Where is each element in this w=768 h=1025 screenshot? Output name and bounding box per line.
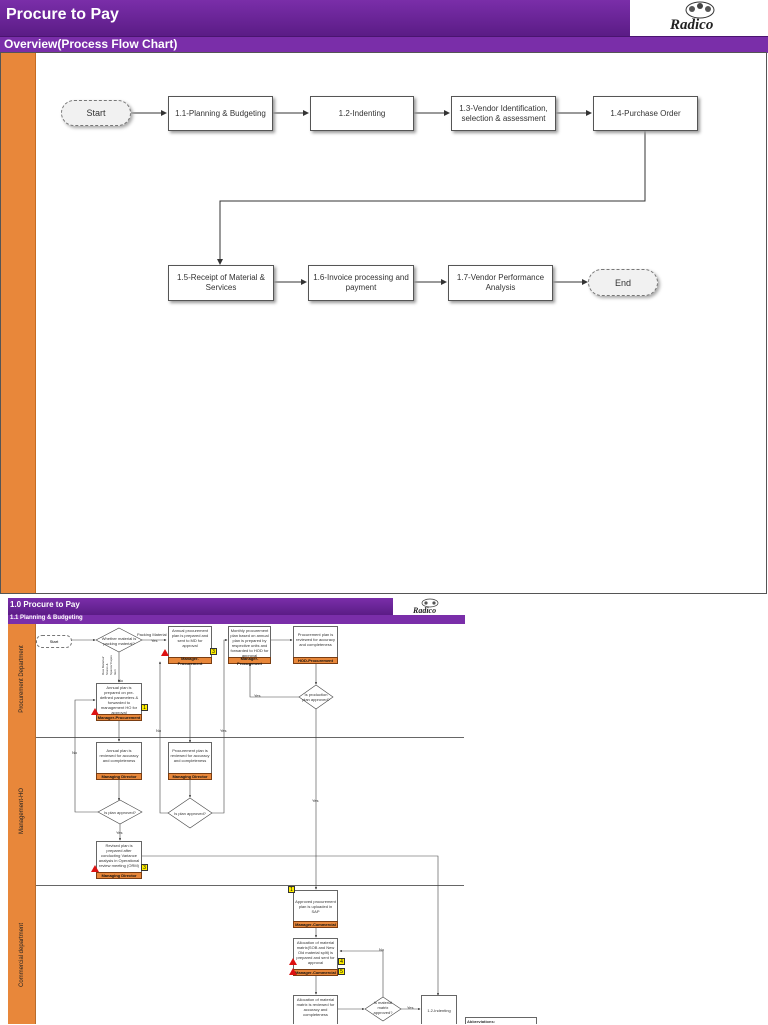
risk-warning-icon [289, 958, 297, 965]
s2-decision-production[interactable]: Is production plan approved? [302, 692, 330, 702]
slide1-subtitle: Overview(Process Flow Chart) [4, 37, 178, 51]
s2-text-uploaded-sap: Approved procurement plan is uploaded in… [295, 899, 336, 914]
s2-abbreviations-box: Abbreviations: [465, 1017, 537, 1024]
risk-warning-icon [91, 708, 99, 715]
s2-box-annual-plan[interactable]: Annual plan is prepared on pre-defined p… [96, 683, 142, 721]
s2-text-allocation: Allocation of material matrix(SOB and Ne… [296, 940, 335, 965]
s2-text-reviewed-hod: Procurement plan is reviewed for accurac… [296, 632, 335, 647]
s2-decision-plan2[interactable]: Is plan approved? [174, 811, 206, 816]
s2-start-node: Start [36, 635, 72, 648]
slide1-logo: Radico [630, 0, 768, 36]
risk-warning-icon [91, 865, 99, 872]
s2-badge: 3 [141, 864, 148, 871]
s2-role-mgr-procurement: Manager-Procurement [168, 656, 212, 666]
s2-label-yes: Yes [151, 638, 158, 643]
lane-procurement [8, 624, 464, 738]
risk-warning-icon [289, 968, 297, 975]
s2-badge: 5 [338, 968, 345, 975]
logo-emblem-icon [421, 598, 439, 608]
s2-box-uploaded-sap[interactable]: Approved procurement plan is uploaded in… [293, 890, 338, 928]
slide2-title: 1.0 Procure to Pay [10, 600, 80, 609]
s2-text-indenting: 1.2-Indenting [427, 1007, 451, 1013]
lane-management [8, 738, 464, 886]
s2-label-yes: Yes [254, 693, 261, 698]
s2-text-reviewed-md1: Annual plan is reviewed for accuracy and… [99, 748, 139, 763]
s2-text-revised-plan: Revised plan is prepared after conductin… [98, 843, 140, 868]
s2-box-allocation-review[interactable]: Allocation of material matrix is reviewe… [293, 995, 338, 1024]
s2-label-yes: Yes [407, 1005, 414, 1010]
s2-label-no: No [379, 947, 385, 952]
slide1-side-bar [1, 53, 36, 593]
s2-box-revised-plan[interactable]: Revised plan is prepared after conductin… [96, 841, 142, 879]
logo-emblem-icon [685, 1, 715, 19]
s2-text-annual-packing: Annual procurement plan is prepared and … [171, 628, 209, 648]
s2-role-mgr-commercial: Manager-Commercial [293, 969, 338, 976]
flow-node-purchase-order[interactable]: 1.4-Purchase Order [593, 96, 698, 131]
s2-label-raw-material: Raw Material/ Stores & Spares/ Capex Ite… [101, 655, 117, 675]
flow-node-vendor-performance[interactable]: 1.7-Vendor Performance Analysis [448, 265, 553, 301]
slide2-subtitle-bar [8, 615, 465, 624]
slide2-logo: Radico [393, 598, 465, 615]
s2-badge: 1 [288, 886, 295, 893]
s2-box-reviewed-md2[interactable]: Procurement plan is reviewed for accurac… [168, 742, 212, 780]
s2-label-no: No [72, 750, 78, 755]
s2-box-reviewed-hod[interactable]: Procurement plan is reviewed for accurac… [293, 626, 338, 664]
flow-node-indenting[interactable]: 1.2-Indenting [310, 96, 414, 131]
s2-label-no: No [118, 678, 124, 683]
s2-role-managing-director: Managing Director [96, 773, 142, 780]
s2-decision-matrix[interactable]: Is material matrix approved? [373, 1000, 393, 1015]
s2-label-yes: Yes [312, 798, 319, 803]
s2-box-indenting[interactable]: 1.2-Indenting [421, 995, 457, 1024]
slide1-subtitle-bar [0, 36, 768, 53]
flow-start-node: Start [61, 100, 131, 126]
slide1-logo-text: Radico [670, 17, 714, 33]
slide1-connectors [131, 110, 646, 285]
flow-node-receipt-of-material[interactable]: 1.5-Receipt of Material & Services [168, 265, 274, 301]
flow-node-planning-budgeting[interactable]: 1.1-Planning & Budgeting [168, 96, 273, 131]
s2-role-managing-director: Managing Director [96, 872, 142, 879]
s2-label-yes: Yes [220, 728, 227, 733]
s2-text-monthly-plan: Monthly procurement plan based on annual… [230, 628, 269, 658]
s2-abbreviations-label: Abbreviations: [467, 1019, 496, 1024]
s2-box-annual-packing[interactable]: Annual procurement plan is prepared and … [168, 626, 212, 666]
slide2-subtitle: 1.1 Planning & Budgeting [10, 615, 83, 621]
slide1-title: Procure to Pay [6, 6, 119, 23]
lane-label-commercial: Commercial department [8, 886, 36, 1024]
s2-role-managing-director: Managing Director [168, 773, 212, 780]
s2-label-yes: Yes [116, 830, 123, 835]
s2-text-reviewed-md2: Procurement plan is reviewed for accurac… [170, 748, 210, 763]
flow-end-node: End [588, 269, 658, 296]
s2-decision-packing[interactable]: Whether material is packing material? [101, 636, 137, 646]
s2-box-reviewed-md1[interactable]: Annual plan is reviewed for accuracy and… [96, 742, 142, 780]
s2-badge: 3 [210, 648, 217, 655]
slide1-frame [0, 52, 767, 594]
s2-role-mgr-procurement: Manager-Procurement [228, 656, 271, 666]
slide1-header-bar [0, 0, 630, 36]
slide2-logo-text: Radico [413, 606, 437, 615]
s2-role-hod-procurement: HOD-Procurement [293, 657, 338, 664]
lane-label-procurement: Procurement Department [8, 624, 36, 738]
s2-text-annual-plan: Annual plan is prepared on pre-defined p… [99, 685, 139, 715]
s2-role-mgr-procurement: Manager-Procurement [96, 714, 142, 721]
s2-box-allocation[interactable]: Allocation of material matrix(SOB and Ne… [293, 938, 338, 976]
risk-warning-icon [161, 649, 169, 656]
lane-label-management: Management-HO [8, 738, 36, 886]
s2-badge: 4 [338, 958, 345, 965]
s2-decision-plan1[interactable]: Is plan approved? [104, 810, 136, 815]
s2-box-monthly-plan[interactable]: Monthly procurement plan based on annual… [228, 626, 271, 666]
flow-node-invoice-processing[interactable]: 1.6-Invoice processing and payment [308, 265, 414, 301]
slide2-header-bar [8, 598, 393, 615]
flow-node-vendor-identification[interactable]: 1.3-Vendor Identification, selection & a… [451, 96, 556, 131]
s2-role-mgr-commercial: Manager-Commercial [293, 921, 338, 928]
s2-label-packing-material: Packing Material [137, 632, 167, 637]
s2-text-allocation-review: Allocation of material matrix is reviewe… [296, 997, 335, 1017]
s2-badge: 1 [141, 704, 148, 711]
s2-label-no: No [156, 728, 162, 733]
